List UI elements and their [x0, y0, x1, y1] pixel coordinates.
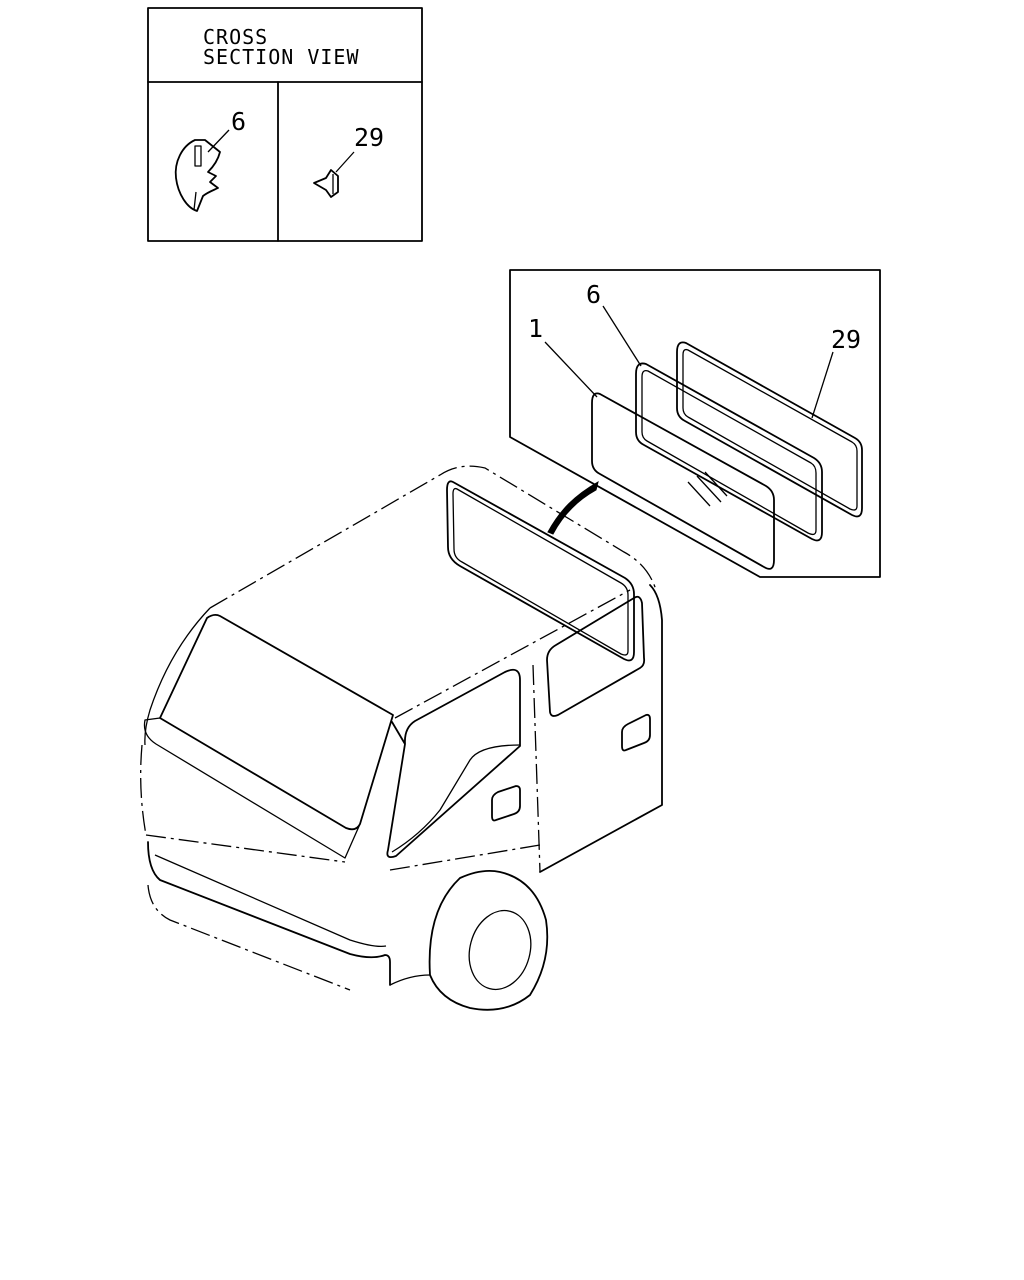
detail-callout-6: 6	[586, 280, 601, 309]
detail-pointer-arrow	[547, 480, 599, 535]
lock-strip-profile-drawing	[313, 169, 339, 198]
detail-leader-1	[544, 341, 598, 398]
lock-strip-part	[676, 341, 863, 518]
exploded-detail-panel: 1 6 29	[509, 269, 881, 578]
cross-section-panel: CROSS SECTION VIEW 6 29	[147, 7, 423, 242]
windshield	[159, 613, 394, 831]
windshield-lower-panel	[143, 717, 361, 859]
cross-section-leader-29	[335, 151, 355, 173]
rear-window-glass	[446, 480, 635, 662]
detail-leader-6	[602, 305, 642, 367]
cross-section-title-line1: CROSS	[203, 25, 268, 49]
cross-section-title-line2: SECTION VIEW	[203, 45, 360, 69]
bumper-crease	[154, 854, 387, 948]
cross-section-callout-29: 29	[354, 123, 384, 152]
rear-door-front-edge	[532, 664, 541, 873]
cross-section-leader-6	[207, 129, 230, 153]
glass-part	[591, 392, 775, 570]
front-left-edge	[140, 744, 147, 836]
detail-leader-29	[811, 351, 834, 419]
roof-rear-edge	[394, 589, 631, 719]
rear-door-outline	[539, 584, 663, 873]
truck-cab-drawing	[140, 465, 663, 1011]
detail-callout-1: 1	[528, 314, 543, 343]
detail-frame	[509, 269, 881, 578]
weatherstrip-part	[635, 362, 823, 542]
front-door-handle	[491, 785, 521, 822]
detail-callout-29: 29	[831, 325, 861, 354]
front-door-belt	[391, 744, 521, 853]
weatherstrip-profile-drawing	[174, 139, 221, 212]
cross-section-callout-6: 6	[231, 107, 246, 136]
front-bumper	[147, 841, 391, 986]
front-wheel	[389, 869, 549, 1011]
front-left-pillar	[144, 607, 211, 746]
rear-door-window	[546, 595, 646, 717]
front-lower-edge	[145, 834, 346, 863]
roof-outline	[209, 465, 657, 609]
rear-door-handle	[621, 713, 651, 752]
cross-section-frame	[147, 7, 423, 242]
bumper-lower-line	[147, 884, 351, 991]
front-door-window	[386, 668, 521, 859]
cab-floor-line	[389, 844, 541, 871]
